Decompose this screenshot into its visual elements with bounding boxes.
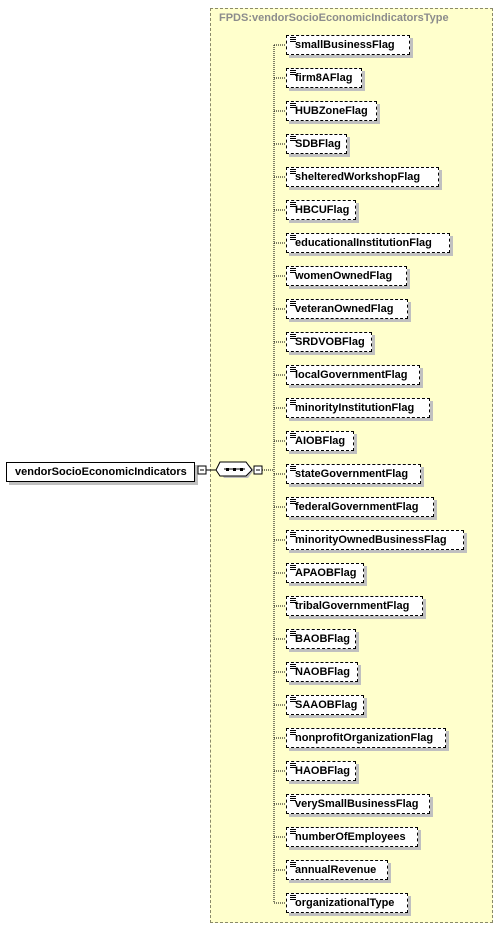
- element-label: minorityOwnedBusinessFlag: [295, 534, 447, 546]
- element-label: smallBusinessFlag: [295, 39, 395, 51]
- annotation-icon: [290, 103, 296, 109]
- element-label: minorityInstitutionFlag: [295, 402, 415, 414]
- annotation-icon: [290, 334, 296, 340]
- element-box-firm8AFlag[interactable]: firm8AFlag: [286, 68, 362, 88]
- annotation-icon: [290, 862, 296, 868]
- element-box-smallBusinessFlag[interactable]: smallBusinessFlag: [286, 35, 410, 55]
- element-box-APAOBFlag[interactable]: APAOBFlag: [286, 563, 364, 583]
- annotation-icon: [290, 433, 296, 439]
- element-label: HBCUFlag: [295, 204, 350, 216]
- annotation-icon: [290, 796, 296, 802]
- element-box-annualRevenue[interactable]: annualRevenue: [286, 860, 388, 880]
- element-label: veteranOwnedFlag: [295, 303, 394, 315]
- annotation-icon: [290, 367, 296, 373]
- element-label: BAOBFlag: [295, 633, 350, 645]
- element-box-federalGovernmentFlag[interactable]: federalGovernmentFlag: [286, 497, 434, 517]
- annotation-icon: [290, 202, 296, 208]
- annotation-icon: [290, 895, 296, 901]
- annotation-icon: [290, 763, 296, 769]
- element-box-SDBFlag[interactable]: SDBFlag: [286, 134, 347, 154]
- annotation-icon: [290, 829, 296, 835]
- annotation-icon: [290, 532, 296, 538]
- element-label: educationalInstitutionFlag: [295, 237, 432, 249]
- annotation-icon: [290, 697, 296, 703]
- element-box-minorityInstitutionFlag[interactable]: minorityInstitutionFlag: [286, 398, 430, 418]
- element-box-organizationalType[interactable]: organizationalType: [286, 893, 408, 913]
- annotation-icon: [290, 37, 296, 43]
- element-label: SRDVOBFlag: [295, 336, 365, 348]
- sequence-dot-2: [233, 468, 236, 471]
- element-label: numberOfEmployees: [295, 831, 406, 843]
- element-box-HAOBFlag[interactable]: HAOBFlag: [286, 761, 356, 781]
- element-label: firm8AFlag: [295, 72, 353, 84]
- element-label: NAOBFlag: [295, 666, 350, 678]
- element-label: shelteredWorkshopFlag: [295, 171, 421, 183]
- element-label: nonprofitOrganizationFlag: [295, 732, 434, 744]
- element-label: AIOBFlag: [295, 435, 346, 447]
- element-box-verySmallBusinessFlag[interactable]: verySmallBusinessFlag: [286, 794, 430, 814]
- annotation-icon: [290, 400, 296, 406]
- annotation-icon: [290, 301, 296, 307]
- annotation-icon: [290, 268, 296, 274]
- root-element-box[interactable]: vendorSocioEconomicIndicators: [6, 462, 195, 482]
- annotation-icon: [290, 565, 296, 571]
- element-label: federalGovernmentFlag: [295, 501, 419, 513]
- annotation-icon: [290, 169, 296, 175]
- element-label: tribalGovernmentFlag: [295, 600, 410, 612]
- element-box-nonprofitOrganizationFlag[interactable]: nonprofitOrganizationFlag: [286, 728, 446, 748]
- element-label: HAOBFlag: [295, 765, 350, 777]
- element-label: stateGovernmentFlag: [295, 468, 409, 480]
- annotation-icon: [290, 664, 296, 670]
- complex-type-title: FPDS:vendorSocioEconomicIndicatorsType: [219, 12, 449, 24]
- annotation-icon: [290, 730, 296, 736]
- element-box-educationalInstitutionFlag[interactable]: educationalInstitutionFlag: [286, 233, 450, 253]
- element-box-BAOBFlag[interactable]: BAOBFlag: [286, 629, 356, 649]
- element-box-HBCUFlag[interactable]: HBCUFlag: [286, 200, 356, 220]
- element-box-womenOwnedFlag[interactable]: womenOwnedFlag: [286, 266, 407, 286]
- element-label: localGovernmentFlag: [295, 369, 408, 381]
- element-label: womenOwnedFlag: [295, 270, 393, 282]
- sequence-dot-3: [240, 468, 243, 471]
- element-label: organizationalType: [295, 897, 395, 909]
- element-label: APAOBFlag: [295, 567, 357, 579]
- element-box-shelteredWorkshopFlag[interactable]: shelteredWorkshopFlag: [286, 167, 439, 187]
- element-box-tribalGovernmentFlag[interactable]: tribalGovernmentFlag: [286, 596, 423, 616]
- element-box-HUBZoneFlag[interactable]: HUBZoneFlag: [286, 101, 377, 121]
- annotation-icon: [290, 598, 296, 604]
- element-box-minorityOwnedBusinessFlag[interactable]: minorityOwnedBusinessFlag: [286, 530, 464, 550]
- element-box-localGovernmentFlag[interactable]: localGovernmentFlag: [286, 365, 420, 385]
- annotation-icon: [290, 466, 296, 472]
- annotation-icon: [290, 235, 296, 241]
- element-box-numberOfEmployees[interactable]: numberOfEmployees: [286, 827, 418, 847]
- root-element-label: vendorSocioEconomicIndicators: [15, 466, 187, 478]
- element-box-NAOBFlag[interactable]: NAOBFlag: [286, 662, 358, 682]
- annotation-icon: [290, 631, 296, 637]
- element-box-SAAOBFlag[interactable]: SAAOBFlag: [286, 695, 364, 715]
- element-label: verySmallBusinessFlag: [295, 798, 419, 810]
- annotation-icon: [290, 499, 296, 505]
- element-box-AIOBFlag[interactable]: AIOBFlag: [286, 431, 354, 451]
- element-label: SAAOBFlag: [295, 699, 358, 711]
- annotation-icon: [290, 70, 296, 76]
- element-label: annualRevenue: [295, 864, 377, 876]
- element-label: SDBFlag: [295, 138, 341, 150]
- element-box-veteranOwnedFlag[interactable]: veteranOwnedFlag: [286, 299, 408, 319]
- element-label: HUBZoneFlag: [295, 105, 368, 117]
- sequence-dot-1: [226, 468, 229, 471]
- annotation-icon: [290, 136, 296, 142]
- element-box-stateGovernmentFlag[interactable]: stateGovernmentFlag: [286, 464, 421, 484]
- element-box-SRDVOBFlag[interactable]: SRDVOBFlag: [286, 332, 372, 352]
